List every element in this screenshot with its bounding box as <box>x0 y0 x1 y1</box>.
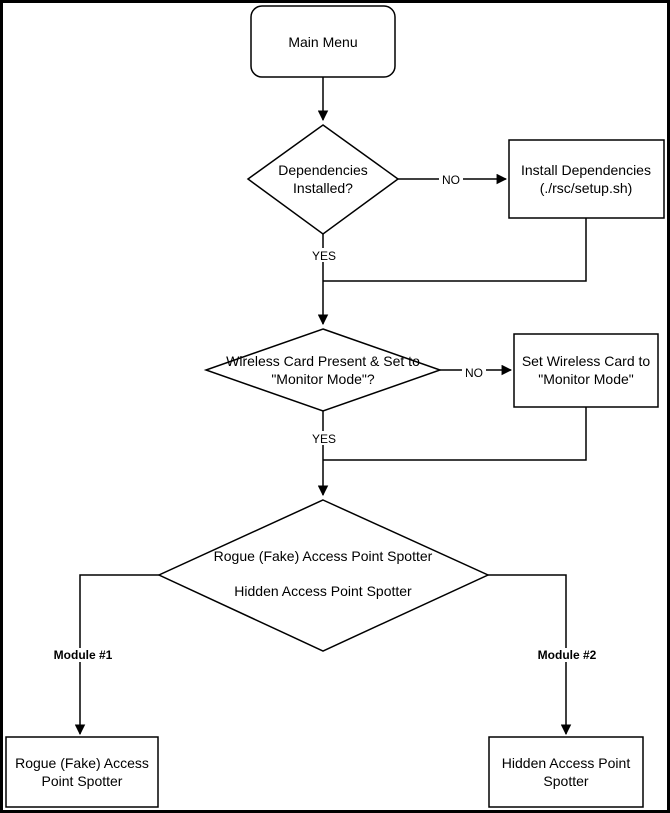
install-dependencies-line2: (./rsc/setup.sh) <box>540 180 633 196</box>
dep-yes-label: YES <box>312 249 336 263</box>
node-wireless-check: Wireless Card Present & Set to "Monitor … <box>203 328 443 412</box>
node-hidden-module: Hidden Access Point Spotter <box>488 736 644 808</box>
node-set-wireless: Set Wireless Card to "Monitor Mode" <box>513 333 659 408</box>
set-wireless-line2: "Monitor Mode" <box>538 371 634 387</box>
wireless-label-line2: "Monitor Mode"? <box>271 371 375 387</box>
dependencies-label-line2: Installed? <box>293 180 353 196</box>
module1-label-bg <box>51 648 115 662</box>
edge-install-return <box>323 218 587 282</box>
node-rogue-module: Rogue (Fake) Access Point Spotter <box>5 736 159 808</box>
node-dependencies-check: Dependencies Installed? <box>246 124 400 235</box>
module-select-line2: Hidden Access Point Spotter <box>234 583 412 599</box>
edge-module2 <box>488 574 572 736</box>
module2-label-bg <box>535 648 599 662</box>
main-menu-label: Main Menu <box>288 34 357 50</box>
wireless-yes-label: YES <box>312 432 336 446</box>
wireless-no-label: NO <box>465 366 483 380</box>
connectors <box>74 77 587 736</box>
hidden-module-line2: Spotter <box>543 773 588 789</box>
install-dependencies-line1: Install Dependencies <box>521 162 651 178</box>
hidden-module-line1: Hidden Access Point <box>502 755 631 771</box>
module-decision-shape <box>157 499 490 652</box>
node-module-select: Rogue (Fake) Access Point Spotter Hidden… <box>157 499 490 652</box>
edge-labels: NO YES NO YES Module #1 Module #2 <box>51 172 599 662</box>
module-select-line1: Rogue (Fake) Access Point Spotter <box>214 548 433 564</box>
dependencies-decision-shape <box>246 124 400 235</box>
hidden-module-shape <box>488 736 644 808</box>
set-wireless-line1: Set Wireless Card to <box>522 353 651 369</box>
wireless-yes-label-bg <box>309 431 339 445</box>
edge-module1 <box>74 574 159 736</box>
rogue-module-shape <box>5 736 159 808</box>
wireless-no-label-bg <box>462 365 486 379</box>
module2-label: Module #2 <box>538 648 597 662</box>
install-dependencies-shape <box>508 139 665 219</box>
dependencies-label-line1: Dependencies <box>278 162 368 178</box>
node-main-menu: Main Menu <box>250 5 396 78</box>
edge-setcard-return <box>323 407 587 461</box>
dep-no-label: NO <box>442 173 460 187</box>
rogue-module-line2: Point Spotter <box>42 773 123 789</box>
set-wireless-shape <box>513 333 659 408</box>
wireless-decision-shape <box>203 328 443 412</box>
rogue-module-line1: Rogue (Fake) Access <box>15 755 149 771</box>
main-menu-shape <box>250 5 396 78</box>
dep-yes-label-bg <box>309 248 339 262</box>
dep-no-label-bg <box>439 172 463 186</box>
node-install-dependencies: Install Dependencies (./rsc/setup.sh) <box>508 139 665 219</box>
wireless-label-line1: Wireless Card Present & Set to <box>226 353 420 369</box>
module1-label: Module #1 <box>54 648 113 662</box>
